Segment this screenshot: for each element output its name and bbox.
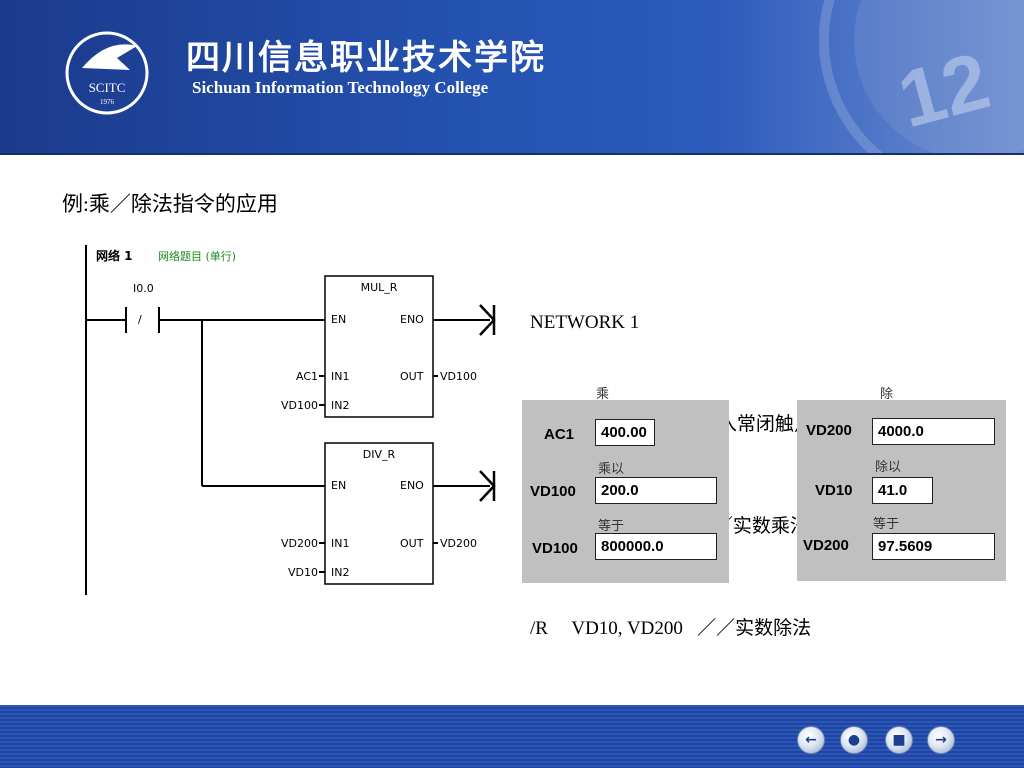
in1-pin-label: IN1: [331, 537, 349, 550]
div-result-label: VD200: [803, 537, 849, 554]
mul-b-label: VD100: [530, 483, 576, 500]
div-result-panel: VD200 4000.0 除以 VD10 41.0 等于 VD200 97.56…: [797, 400, 1006, 581]
forward-arrow-icon[interactable]: →: [927, 726, 955, 754]
contact-address: I0.0: [133, 282, 154, 295]
clock-decoration: 12: [819, 0, 1024, 153]
eno-pin-label: ENO: [400, 313, 424, 326]
div-r-block: DIV_R EN ENO IN1 IN2 OUT VD200 VD10 VD20…: [281, 442, 496, 585]
in1-operand: VD200: [281, 537, 318, 550]
mul-result-panel: AC1 400.00 乘以 VD100 200.0 等于 VD100 80000…: [522, 400, 729, 583]
footer-band: [0, 705, 1024, 768]
back-arrow-icon[interactable]: ←: [797, 726, 825, 754]
mul-a-label: AC1: [544, 426, 575, 443]
stl-line: NETWORK 1: [530, 312, 640, 333]
en-pin-label: EN: [331, 313, 346, 326]
div-result-caption: 等于: [873, 517, 900, 532]
div-b-value: 41.0: [872, 477, 933, 504]
mul-a-value: 400.00: [595, 419, 655, 446]
div-panel-title: 除: [880, 387, 894, 402]
div-b-label: VD10: [815, 482, 853, 499]
eno-pin-label: ENO: [400, 479, 424, 492]
logo-year: 1976: [100, 98, 115, 106]
mul-result-label: VD100: [532, 540, 578, 557]
div-a-value: 4000.0: [872, 418, 995, 445]
network-label: 网络 1: [96, 248, 133, 263]
in2-pin-label: IN2: [331, 566, 349, 579]
out-pin-label: OUT: [400, 537, 424, 550]
out-operand: VD100: [440, 370, 477, 383]
out-operand: VD200: [440, 537, 477, 550]
div-a-label: VD200: [806, 422, 852, 439]
en-pin-label: EN: [331, 479, 346, 492]
school-name-english: Sichuan Information Technology College: [192, 78, 489, 97]
contact-normally-closed-symbol: /: [138, 313, 142, 326]
mul-b-value: 200.0: [595, 477, 717, 504]
in2-operand: VD100: [281, 399, 318, 412]
in1-operand: AC1: [296, 370, 318, 383]
div-result-value: 97.5609: [872, 533, 995, 560]
slide-title: 例:乘／除法指令的应用: [62, 192, 278, 216]
div-b-caption: 除以: [875, 460, 902, 475]
logo-text: SCITC: [89, 80, 126, 95]
out-pin-label: OUT: [400, 370, 424, 383]
in1-pin-label: IN1: [331, 370, 349, 383]
ladder-diagram: 网络 1 网络题目 (单行) I0.0 / MUL_R EN ENO IN1 I…: [85, 245, 496, 595]
network-title: 网络题目 (单行): [158, 249, 236, 263]
college-logo: SCITC 1976: [65, 31, 149, 115]
stl-line: /R VD10, VD200 ／／实数除法: [530, 618, 812, 639]
mul-panel-title: 乘: [596, 387, 610, 402]
mul-b-caption: 乘以: [598, 462, 625, 477]
in2-pin-label: IN2: [331, 399, 349, 412]
header-banner: 12 SCITC 1976 四川信息职业技术学院 Sichuan Informa…: [0, 0, 1024, 155]
block-name: DIV_R: [363, 448, 396, 461]
school-name-chinese: 四川信息职业技术学院: [186, 38, 546, 78]
stop-icon[interactable]: ■: [885, 726, 913, 754]
block-name: MUL_R: [361, 281, 398, 294]
mul-r-block: MUL_R EN ENO IN1 IN2 OUT AC1 VD100 VD100: [281, 275, 496, 418]
mul-result-value: 800000.0: [595, 533, 717, 560]
home-icon[interactable]: ●: [840, 726, 868, 754]
mul-result-caption: 等于: [598, 519, 625, 534]
in2-operand: VD10: [288, 566, 318, 579]
